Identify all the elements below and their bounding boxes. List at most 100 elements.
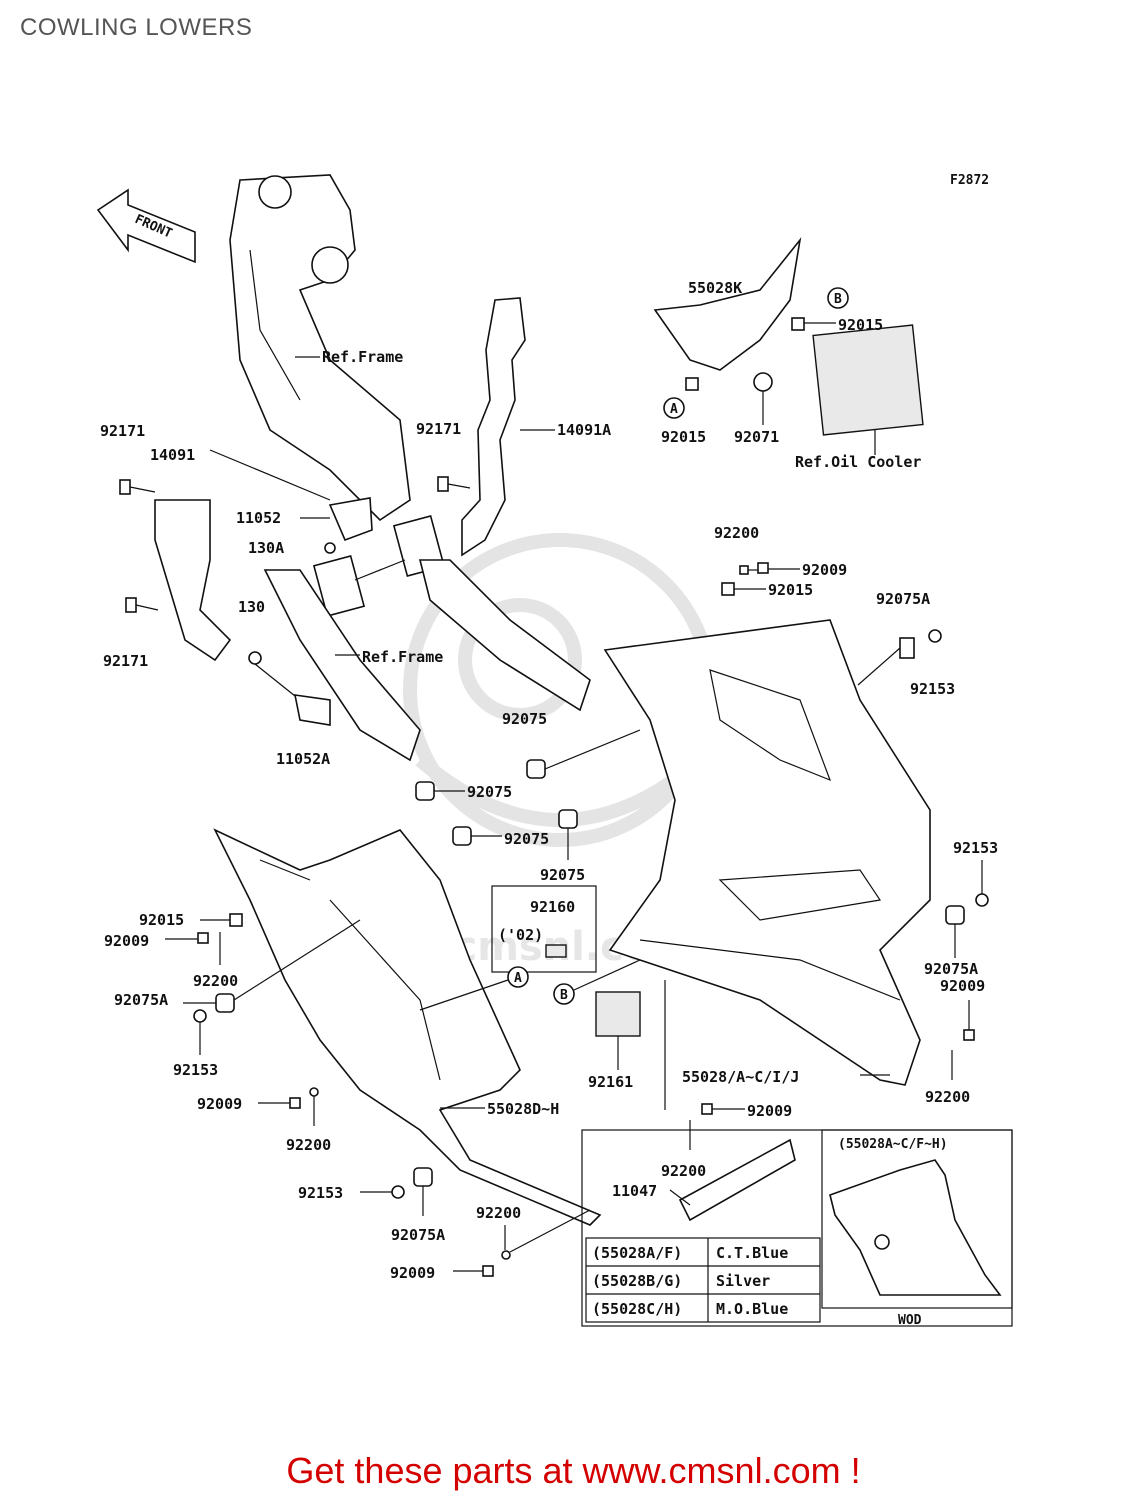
cowling-left bbox=[213, 828, 602, 1226]
bolt-92153-ll bbox=[391, 1185, 405, 1199]
label-92153-right: 92153 bbox=[953, 839, 998, 857]
label-55028d: 55028D~H bbox=[487, 1100, 559, 1118]
callout-b-top-text: B bbox=[834, 292, 842, 307]
label-11047: 11047 bbox=[612, 1182, 657, 1200]
label-92015-mid: 92015 bbox=[661, 428, 706, 446]
color-name-1: C.T.Blue bbox=[716, 1244, 788, 1262]
collar-92015-top bbox=[791, 317, 805, 331]
label-92009-b: 92009 bbox=[390, 1264, 435, 1282]
label-92075-a: 92075 bbox=[502, 710, 547, 728]
bolt-92171-c bbox=[125, 597, 159, 613]
strip-11047 bbox=[678, 1138, 796, 1222]
label-92153-left: 92153 bbox=[173, 1061, 218, 1079]
label-92075a-top: 92075A bbox=[876, 590, 930, 608]
inset-title: (55028A~C/F~H) bbox=[838, 1137, 948, 1152]
bolt-92153-right bbox=[975, 893, 989, 907]
label-92009-lb: 92009 bbox=[197, 1095, 242, 1113]
label-55028k: 55028K bbox=[688, 279, 742, 297]
label-92009-bottom: 92009 bbox=[747, 1102, 792, 1120]
ref-frame-label-1: Ref.Frame bbox=[322, 348, 403, 366]
label-92171-c: 92171 bbox=[103, 652, 148, 670]
label-92161: 92161 bbox=[588, 1073, 633, 1091]
grommet-92075-d bbox=[558, 809, 578, 829]
screw-92009-right bbox=[963, 1029, 975, 1041]
color-code-2: (55028B/G) bbox=[592, 1272, 682, 1290]
callout-a-top-text: A bbox=[670, 402, 678, 417]
bolt-92153-left bbox=[193, 1009, 207, 1023]
grommet-92075a-left bbox=[215, 993, 235, 1013]
frame-ref-drawing bbox=[229, 174, 411, 522]
clamp-11052 bbox=[328, 497, 373, 542]
label-92015-left: 92015 bbox=[139, 911, 184, 929]
label-11052: 11052 bbox=[236, 509, 281, 527]
callout-a-mid bbox=[507, 966, 529, 988]
nut-130 bbox=[248, 651, 262, 665]
cowling-right bbox=[603, 619, 931, 1086]
callout-a-top bbox=[663, 397, 685, 419]
label-92200-bottom: 92200 bbox=[661, 1162, 706, 1180]
ref-frame-label-2: Ref.Frame bbox=[362, 648, 443, 666]
grommet-92075-a bbox=[526, 759, 546, 779]
label-92200-top: 92200 bbox=[714, 524, 759, 542]
collar-92015-right bbox=[721, 582, 735, 596]
callout-b-mid-text: B bbox=[560, 988, 568, 1003]
grommet-92075a-ll bbox=[413, 1167, 433, 1187]
parts-diagram: www.cmsnl.com F2872 FRONT Ref.Frame 1409… bbox=[96, 173, 1013, 1328]
collar-92015-mid bbox=[685, 377, 699, 391]
label-92171-b: 92171 bbox=[416, 420, 461, 438]
color-table: (55028A/F) C.T.Blue (55028B/G) Silver (5… bbox=[581, 1129, 1013, 1327]
front-arrow-icon: FRONT bbox=[96, 188, 196, 264]
callout-a-mid-text: A bbox=[514, 971, 522, 986]
callout-b-top bbox=[827, 287, 849, 309]
ref-oil-cooler-label: Ref.Oil Cooler bbox=[795, 453, 921, 471]
variant-code: ('02) bbox=[498, 926, 543, 944]
color-name-3: M.O.Blue bbox=[716, 1300, 788, 1318]
label-130a: 130A bbox=[248, 539, 284, 557]
grommet-92071 bbox=[753, 372, 773, 392]
nut-130a bbox=[324, 542, 336, 554]
inset-panel: (55028A~C/F~H) WOD bbox=[821, 1129, 1013, 1328]
screw-92009-lb bbox=[289, 1097, 301, 1109]
color-code-1: (55028A/F) bbox=[592, 1244, 682, 1262]
bracket-14091 bbox=[154, 499, 232, 662]
label-92015-right: 92015 bbox=[768, 581, 813, 599]
label-92075a-right: 92075A bbox=[924, 960, 978, 978]
bolt-92171-b bbox=[437, 476, 471, 492]
bolt-92153-top bbox=[928, 629, 942, 643]
label-14091a: 14091A bbox=[557, 421, 611, 439]
screw-92009-top bbox=[757, 562, 769, 574]
callout-b-mid bbox=[553, 983, 575, 1005]
label-92009-left: 92009 bbox=[104, 932, 149, 950]
label-92153-top: 92153 bbox=[910, 680, 955, 698]
bolt-92171-a bbox=[119, 479, 156, 495]
label-92200-right: 92200 bbox=[925, 1088, 970, 1106]
page-title: COWLING LOWERS bbox=[20, 14, 253, 41]
part-92160 bbox=[545, 944, 567, 958]
label-92075-c: 92075 bbox=[504, 830, 549, 848]
grommet-92075-b bbox=[415, 781, 435, 801]
label-130: 130 bbox=[238, 598, 265, 616]
screw-92009-bottom bbox=[701, 1103, 713, 1115]
label-92200-lb: 92200 bbox=[286, 1136, 331, 1154]
label-14091: 14091 bbox=[150, 446, 195, 464]
inset-caption: WOD bbox=[898, 1313, 922, 1328]
frame-rail-left bbox=[263, 569, 421, 762]
grommet-92075a-top bbox=[899, 637, 915, 659]
label-92009-right: 92009 bbox=[940, 977, 985, 995]
color-code-3: (55028C/H) bbox=[592, 1300, 682, 1318]
label-92071: 92071 bbox=[734, 428, 779, 446]
frame-rail-right bbox=[418, 559, 591, 712]
label-92075a-ll: 92075A bbox=[391, 1226, 445, 1244]
label-92200-b: 92200 bbox=[476, 1204, 521, 1222]
footer-promo-link[interactable]: Get these parts at www.cmsnl.com ! bbox=[286, 1450, 861, 1491]
label-92015-top: 92015 bbox=[838, 316, 883, 334]
oil-cooler bbox=[812, 324, 924, 436]
grommet-92075-c bbox=[452, 826, 472, 846]
label-92200-left: 92200 bbox=[193, 972, 238, 990]
bracket-14091a bbox=[461, 297, 526, 557]
label-11052a: 11052A bbox=[276, 750, 330, 768]
label-92075-d: 92075 bbox=[540, 866, 585, 884]
label-92153-ll: 92153 bbox=[298, 1184, 343, 1202]
label-55028-right: 55028/A~C/I/J bbox=[682, 1068, 799, 1086]
label-92075a-left: 92075A bbox=[114, 991, 168, 1009]
